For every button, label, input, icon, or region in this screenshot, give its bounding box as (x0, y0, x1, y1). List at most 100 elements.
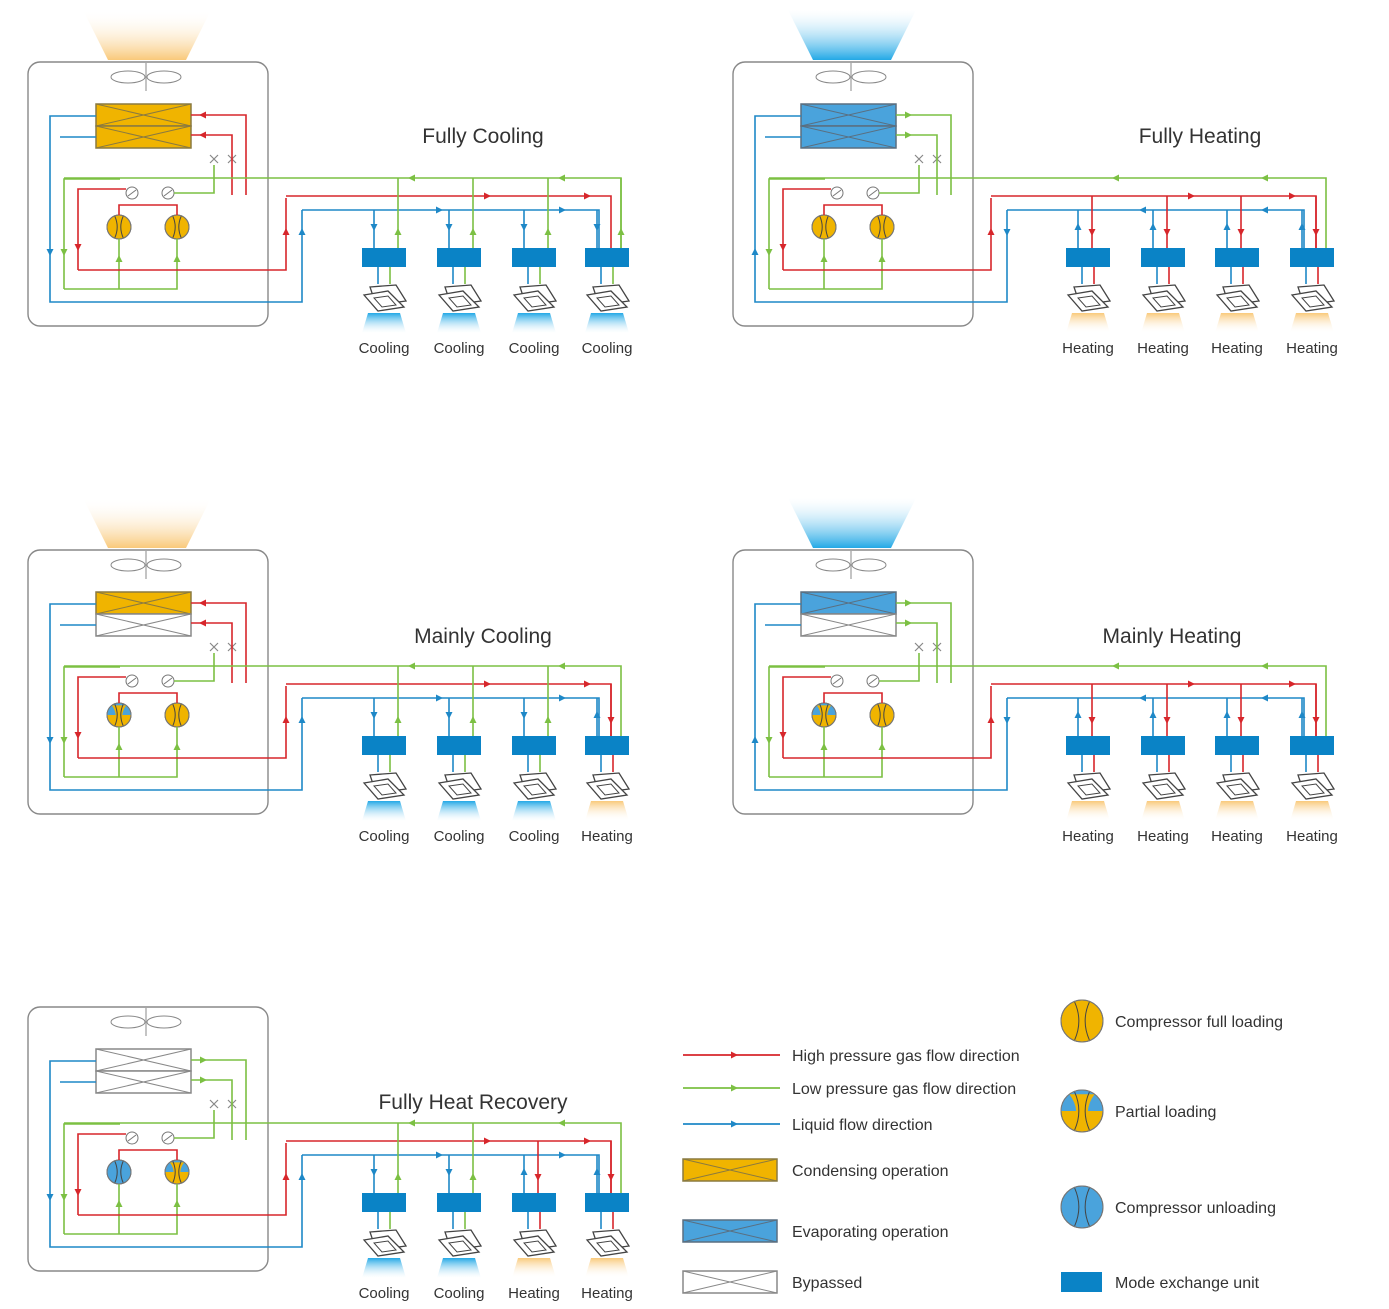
indoor-unit-cassette: Cooling (359, 1229, 409, 1302)
flow-arrow (74, 244, 82, 251)
cassette-panel (1290, 778, 1334, 800)
low-pressure-header (769, 665, 1327, 738)
unit-mode-label: Heating (1211, 828, 1263, 845)
liquid-header (302, 1154, 600, 1195)
indoor-unit-cassette: Heating (508, 1229, 560, 1302)
compressor-partial-fill (816, 705, 832, 726)
legend-label: Evaporating operation (792, 1224, 949, 1241)
flow-arrow (74, 732, 82, 739)
compressor-outline (1060, 999, 1104, 1043)
high-pressure-line (77, 188, 126, 270)
flow-arrow (617, 228, 625, 235)
flow-arrow (1261, 206, 1268, 214)
cassette-panel (1290, 290, 1334, 312)
cool-air-glow (362, 313, 406, 333)
low-pressure-line (64, 727, 178, 778)
flow-arrow (408, 1119, 415, 1127)
compressor-scroll (1084, 1091, 1090, 1131)
cool-exhaust-glow (788, 498, 916, 548)
cassette-grille (1226, 295, 1250, 308)
outdoor-heat-exchanger-lower (95, 613, 192, 637)
cool-air-glow (437, 313, 481, 333)
unit-mode-label: Cooling (582, 340, 633, 357)
low-pressure-line (64, 1184, 178, 1235)
flow-arrow (60, 1194, 68, 1201)
flow-arrow (779, 244, 787, 251)
four-way-valve (163, 189, 173, 197)
hx-header-line (191, 134, 233, 195)
flow-arrow (1088, 717, 1096, 724)
hx-header-line (191, 114, 247, 195)
mode-exchange-unit (585, 736, 629, 755)
legend-item-evaporating: Evaporating operation (682, 1219, 949, 1243)
expansion-valve (914, 154, 924, 164)
cassette-grille (1226, 783, 1250, 796)
cassette-panel (362, 778, 406, 800)
legend-compressor-icon (1060, 1089, 1104, 1133)
high-pressure-line (823, 204, 883, 215)
flow-arrow (282, 1173, 290, 1180)
legend-item-compressor-unloading: Compressor unloading (1060, 1185, 1276, 1229)
liquid-header (302, 697, 600, 738)
coil-cross (95, 1070, 192, 1094)
indoor-unit-cassette: Cooling (359, 284, 409, 357)
low-pressure-line (879, 653, 920, 682)
legend-item-compressor-full: Compressor full loading (1060, 999, 1283, 1043)
warm-air-glow (1290, 801, 1334, 821)
cassette-panel (1215, 778, 1259, 800)
mode-exchange-unit (437, 1193, 481, 1212)
legend-swatch-coil (682, 1158, 778, 1182)
legend-label: Low pressure gas flow direction (792, 1081, 1016, 1098)
flow-arrow (520, 712, 528, 719)
high-pressure-line (78, 686, 287, 759)
expansion-valve (209, 642, 219, 652)
flow-arrow (469, 1173, 477, 1180)
mode-exchange-unit (1290, 248, 1334, 267)
four-way-valve (832, 189, 842, 197)
outdoor-heat-exchanger-upper (95, 591, 192, 615)
high-pressure-line (78, 198, 287, 271)
unit-mode-label: Heating (508, 1285, 560, 1302)
outdoor-heat-exchanger-lower (95, 125, 192, 149)
hx-header-line (896, 602, 952, 683)
flow-arrow (394, 1173, 402, 1180)
flow-arrow (878, 743, 886, 750)
fan-blade (146, 558, 182, 572)
cassette-panel (585, 290, 629, 312)
hx-header-line (896, 622, 938, 683)
flow-arrow (820, 255, 828, 262)
fan-blade (815, 70, 851, 84)
flow-arrow (115, 255, 123, 262)
liquid-line (49, 115, 303, 303)
unit-mode-label: Cooling (434, 340, 485, 357)
hx-header-line (191, 622, 233, 683)
flow-arrow (1149, 223, 1157, 230)
low-pressure-line (174, 165, 215, 194)
flow-arrow (60, 249, 68, 256)
fan-blade (110, 558, 146, 572)
coil-cross (800, 613, 897, 637)
flow-arrow (559, 1151, 566, 1159)
compressor-scroll (178, 1160, 182, 1184)
flow-arrow (298, 1173, 306, 1180)
flow-arrow (436, 1151, 443, 1159)
fan-blade (851, 70, 887, 84)
indoor-unit-cassette: Heating (1062, 772, 1114, 845)
mode-title: Fully Heat Recovery (378, 1091, 568, 1114)
compressor-scroll (114, 1160, 118, 1184)
flow-arrow (544, 228, 552, 235)
cassette-panel (512, 290, 556, 312)
flow-arrow (1149, 711, 1157, 718)
flow-arrow (751, 736, 759, 743)
indoor-unit-cassette: Heating (1286, 772, 1338, 845)
hx-header-line (191, 602, 247, 683)
compressor-scroll (114, 215, 118, 239)
legend-compressor-icon (1060, 999, 1104, 1043)
hx-header-line (896, 134, 938, 195)
mode-exchange-unit (437, 248, 481, 267)
flow-arrow (370, 712, 378, 719)
flow-arrow (408, 662, 415, 670)
legend-arrow (731, 1120, 738, 1128)
